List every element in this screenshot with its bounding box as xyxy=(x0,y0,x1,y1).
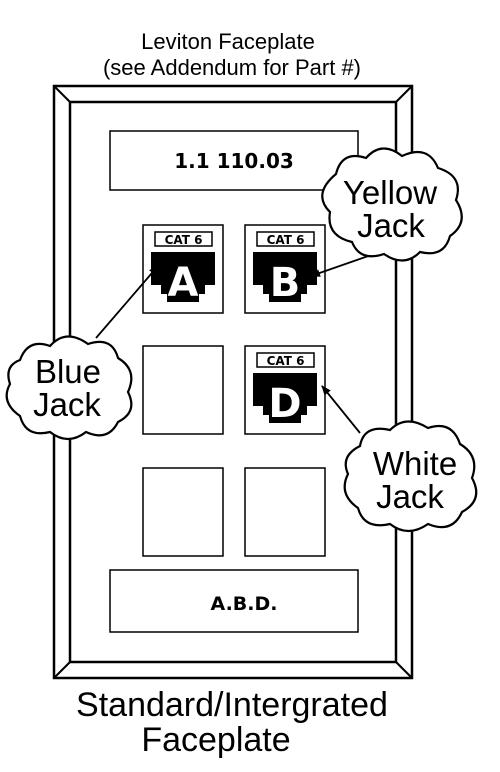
empty-slot-bottom-left xyxy=(142,467,224,557)
jack-a-cat-label-box xyxy=(154,231,213,247)
arrow-yellow-to-b xyxy=(310,253,375,277)
rj45-port-icon xyxy=(151,252,215,302)
jack-a-cat-label: CAT 6 xyxy=(165,233,203,247)
callout-blue-line2: Jack xyxy=(33,386,101,423)
arrow-blue-to-a xyxy=(95,265,159,339)
cloud-shape xyxy=(321,147,463,262)
jack-d-cat-label: CAT 6 xyxy=(267,354,305,368)
callout-white-line1: White xyxy=(373,445,457,482)
header-title: Leviton Faceplate xyxy=(141,29,315,54)
rj45-port-icon xyxy=(253,252,317,302)
empty-slot-bottom-right xyxy=(244,467,326,557)
jack-d-letter: D xyxy=(268,381,301,427)
callout-blue-jack: Blue Jack xyxy=(5,335,133,441)
top-label-box: 1.1 110.03 xyxy=(109,130,359,191)
callout-yellow-line1: Yellow xyxy=(343,174,437,211)
arrow-white-to-d xyxy=(321,385,361,434)
empty-slot-middle-left xyxy=(142,345,224,435)
footer-title-line1: Standard/Intergrated xyxy=(76,686,388,724)
callout-yellow-jack: Yellow Jack xyxy=(321,147,463,262)
rj45-port-icon xyxy=(253,373,317,423)
bottom-label-text: A.B.D. xyxy=(211,593,278,615)
callout-yellow-line2: Jack xyxy=(357,207,425,244)
callout-white-line2: Jack xyxy=(376,478,444,515)
jack-b-letter: B xyxy=(270,260,301,306)
callout-white-jack: White Jack xyxy=(343,420,478,533)
jack-b-cat-label-box xyxy=(256,231,315,247)
jack-b-cat-label: CAT 6 xyxy=(267,233,305,247)
cloud-shape xyxy=(343,420,478,533)
bottom-label-box: A.B.D. xyxy=(109,569,359,633)
cloud-shape xyxy=(5,335,133,441)
jack-d: CAT 6 D xyxy=(244,345,326,435)
jack-b: CAT 6 B xyxy=(244,224,326,314)
top-label-text: 1.1 110.03 xyxy=(174,149,294,173)
header-subtitle: (see Addendum for Part #) xyxy=(103,55,361,80)
jack-d-cat-label-box xyxy=(256,352,315,368)
footer-title-line2: Faceplate xyxy=(141,721,290,759)
jack-a-letter: A xyxy=(168,260,199,306)
callout-blue-line1: Blue xyxy=(35,353,101,390)
